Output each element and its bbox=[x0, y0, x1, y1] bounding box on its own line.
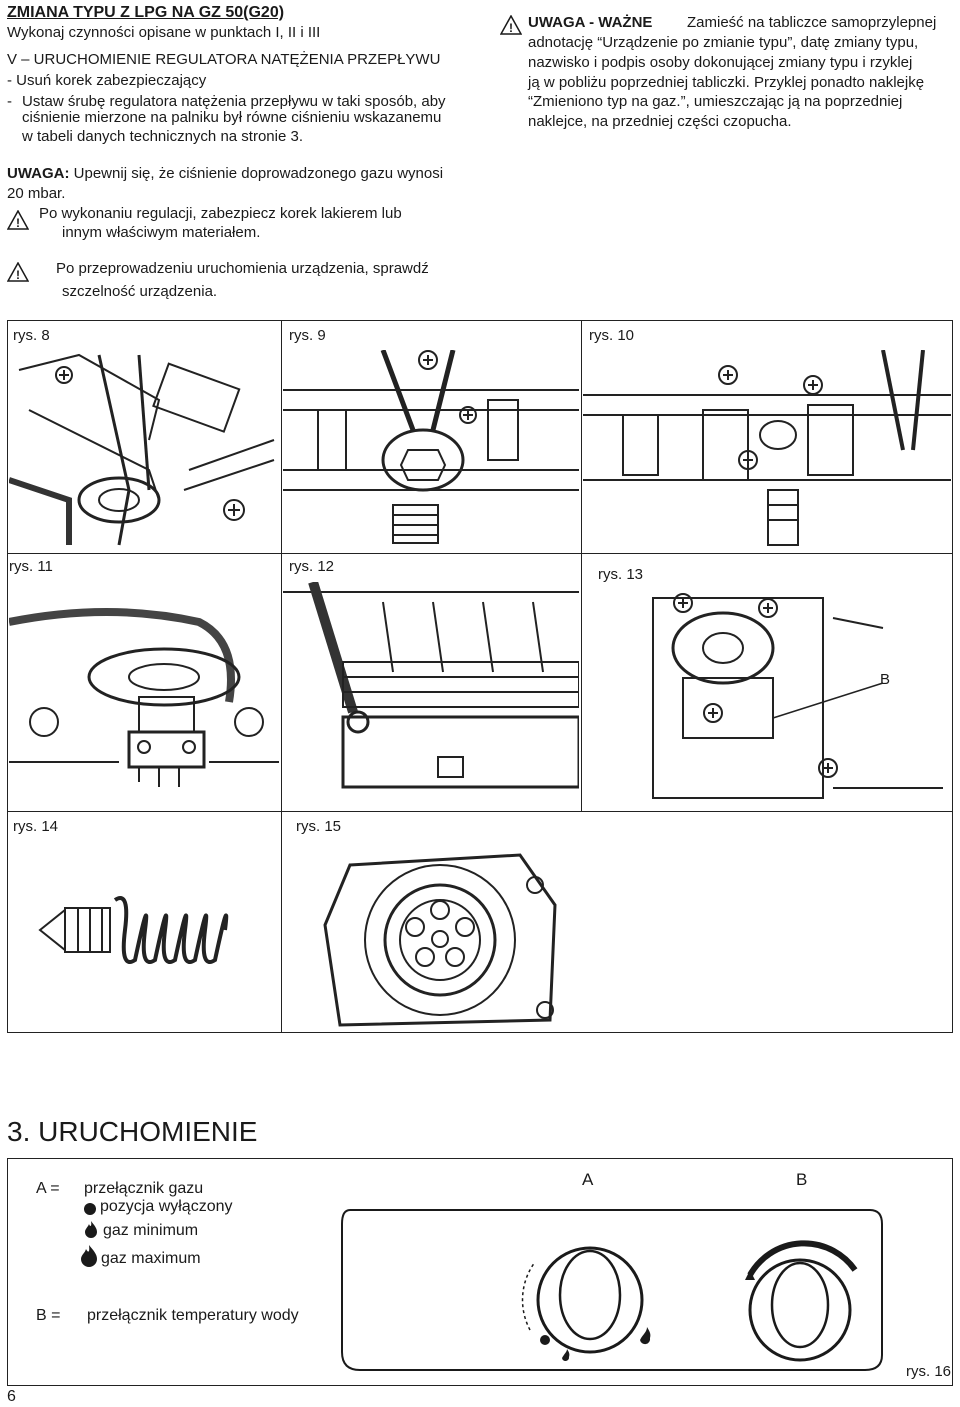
section-v-heading: V – URUCHOMIENIE REGULATORA NATĘŻENIA PR… bbox=[7, 51, 441, 68]
figure-label-rys-10: rys. 10 bbox=[589, 327, 635, 344]
section-v-item-2-line-3: w tabeli danych technicznych na stronie … bbox=[22, 128, 303, 145]
grid-divider bbox=[281, 320, 282, 1033]
figure-rys-10-illustration bbox=[583, 350, 951, 546]
figure-label-rys-9: rys. 9 bbox=[289, 327, 326, 344]
section-v-item-1: - Usuń korek zabezpieczający bbox=[7, 72, 207, 89]
figure-rys-11-illustration bbox=[9, 608, 279, 787]
page-subtitle: Wykonaj czynności opisane w punktach I, … bbox=[7, 24, 321, 41]
large-flame-icon bbox=[81, 1245, 97, 1267]
warning-box-line-6: naklejce, na przedniej części czopucha. bbox=[528, 113, 792, 130]
note-line-3: Po wykonaniu regulacji, zabezpiecz korek… bbox=[39, 205, 402, 222]
section-v-item-2-dash: - bbox=[7, 93, 12, 110]
key-b: B = bbox=[36, 1307, 61, 1324]
option-min: gaz minimum bbox=[103, 1222, 199, 1239]
note-label: UWAGA: bbox=[7, 165, 70, 182]
figure-grid bbox=[7, 320, 953, 1033]
figure-rys-15-illustration bbox=[323, 853, 557, 1027]
figure-rys-8-illustration bbox=[9, 353, 275, 546]
key-b-description: przełącznik temperatury wody bbox=[87, 1307, 299, 1324]
gas-knob-a bbox=[521, 1246, 644, 1354]
warning-box-line-5: “Zmieniono typ na gaz.”, umieszczając ją… bbox=[528, 93, 903, 110]
control-panel-drawing bbox=[341, 1209, 883, 1371]
grid-divider bbox=[7, 811, 953, 812]
note-line-2: 20 mbar. bbox=[7, 185, 66, 202]
section-v-item-2-line-1: Ustaw śrubę regulatora natężenia przepły… bbox=[22, 93, 446, 110]
figure-label-rys-15: rys. 15 bbox=[296, 818, 342, 835]
svg-text:!: ! bbox=[509, 21, 513, 35]
page-title: ZMIANA TYPU Z LPG NA GZ 50(G20) bbox=[7, 4, 285, 21]
warning-icon: ! bbox=[7, 210, 29, 230]
figure-label-rys-11: rys. 11 bbox=[9, 558, 53, 575]
svg-text:!: ! bbox=[16, 216, 20, 230]
grid-divider bbox=[581, 320, 582, 811]
figure-13-marker-b: B bbox=[880, 671, 891, 688]
knob-a-label: A bbox=[582, 1170, 594, 1189]
controls-panel bbox=[7, 1158, 953, 1386]
off-position-icon bbox=[84, 1203, 96, 1215]
grid-divider bbox=[7, 553, 953, 554]
figure-label-rys-8: rys. 8 bbox=[13, 327, 50, 344]
figure-rys-9-illustration bbox=[283, 350, 579, 544]
note-line-4: innym właściwym materiałem. bbox=[62, 224, 261, 241]
figure-label-rys-13: rys. 13 bbox=[598, 566, 644, 583]
warning-box-line-1: Zamieść na tabliczce samoprzylepnej bbox=[687, 14, 937, 31]
warning-box-line-3: nazwisko i podpis osoby dokonującej zmia… bbox=[528, 54, 913, 71]
warning-box-label: UWAGA - WAŻNE bbox=[528, 14, 653, 31]
temperature-knob-b bbox=[747, 1240, 858, 1362]
figure-rys-12-illustration bbox=[283, 582, 579, 789]
key-a: A = bbox=[36, 1180, 60, 1197]
note-line-1: UWAGA: Upewnij się, że ciśnienie doprowa… bbox=[7, 163, 443, 184]
option-off: pozycja wyłączony bbox=[100, 1198, 233, 1215]
figure-label-rys-16: rys. 16 bbox=[906, 1363, 952, 1380]
figure-label-rys-12: rys. 12 bbox=[289, 558, 335, 575]
warning-icon: ! bbox=[7, 262, 29, 282]
warning-2-line-1: Po przeprowadzeniu uruchomienia urządzen… bbox=[56, 260, 429, 277]
section-3-title: 3. URUCHOMIENIE bbox=[7, 1116, 258, 1147]
small-flame-icon bbox=[85, 1221, 97, 1238]
figure-label-rys-14: rys. 14 bbox=[13, 818, 59, 835]
knob-b-label: B bbox=[796, 1170, 808, 1189]
warning-icon: ! bbox=[500, 15, 522, 35]
figure-rys-13-illustration bbox=[652, 593, 943, 799]
section-v-item-2-line-2: ciśnienie mierzone na palniku był równe … bbox=[22, 109, 442, 126]
warning-box-line-4: ją w pobliżu poprzedniej tabliczki. Przy… bbox=[528, 74, 925, 91]
warning-box-line-2: adnotację “Urządzenie po zmianie typu”, … bbox=[528, 34, 919, 51]
key-a-description: przełącznik gazu bbox=[84, 1180, 204, 1197]
warning-2-line-2: szczelność urządzenia. bbox=[62, 283, 218, 300]
page-number: 6 bbox=[7, 1388, 16, 1405]
svg-text:!: ! bbox=[16, 268, 20, 282]
note-text-1: Upewnij się, że ciśnienie doprowadzonego… bbox=[69, 165, 444, 182]
option-max: gaz maximum bbox=[101, 1250, 201, 1267]
figure-rys-14-illustration bbox=[38, 896, 229, 964]
